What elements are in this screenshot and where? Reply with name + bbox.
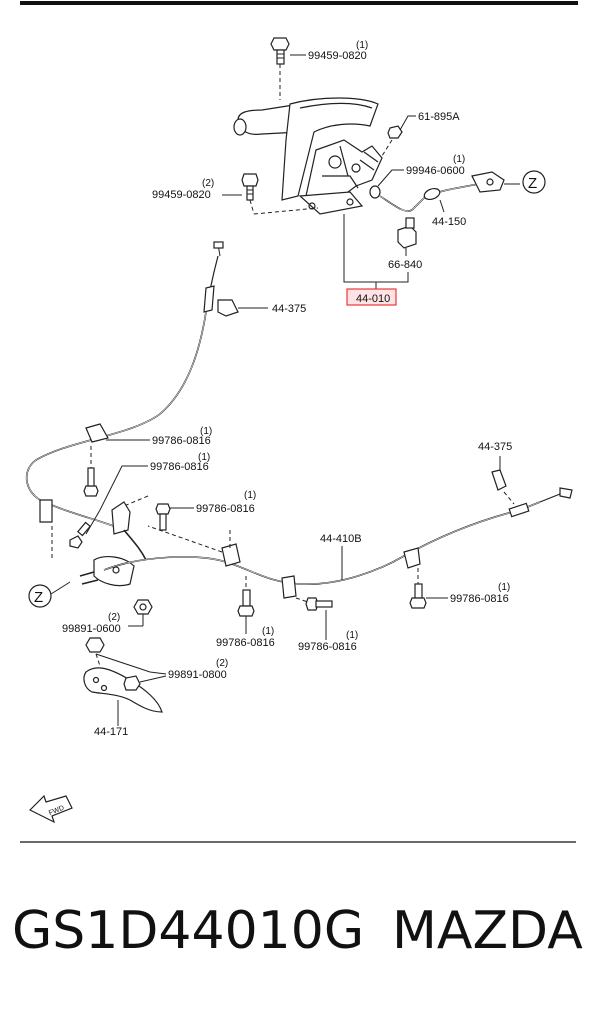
clip-left	[217, 299, 268, 317]
label-cable-front: 44-150	[432, 216, 466, 228]
label-bolt-b-qty: (1)	[198, 452, 210, 463]
lever-highlight-box	[346, 288, 397, 306]
label-bolt-d-qty: (1)	[262, 626, 274, 637]
bolt-f	[409, 568, 448, 609]
bracket-171	[83, 637, 167, 726]
label-nut-bottom: 99891-0800	[168, 669, 227, 681]
nut-top	[381, 115, 416, 157]
switch	[397, 217, 417, 256]
label-clip-right: 44-375	[478, 441, 512, 453]
label-bolt-f: 99786-0816	[450, 593, 509, 605]
bolt-c	[123, 495, 194, 531]
label-pin: 99946-0600	[406, 165, 465, 177]
label-bolt-c-qty: (1)	[244, 490, 256, 501]
bolt-e	[305, 597, 333, 640]
label-bolt-a-qty: (1)	[200, 426, 212, 437]
hanger-mid	[147, 525, 421, 605]
label-bolt-f-qty: (1)	[498, 582, 510, 593]
cable-left-main	[25, 241, 224, 531]
bolt-top	[270, 37, 306, 100]
brand-name: MAZDA	[392, 901, 583, 961]
label-cable-rear: 44-410B	[320, 533, 362, 545]
cable-rear	[103, 487, 573, 585]
z-marker-top: Z	[522, 170, 546, 194]
equalizer	[79, 501, 147, 587]
fwd-arrow-icon: FWD	[28, 794, 73, 824]
cable-front	[379, 171, 520, 213]
z-marker-top-label: Z	[528, 175, 537, 192]
part-caption: GS1D44010G MAZDA	[0, 895, 600, 975]
label-bolt-e: 99786-0816	[298, 641, 357, 653]
label-bolt-a: 99786-0816	[152, 435, 211, 447]
hanger-left	[39, 499, 53, 560]
bolt-b	[69, 465, 148, 549]
label-nut-mid-qty: (2)	[108, 612, 120, 623]
pin	[369, 169, 404, 199]
label-switch: 66-840	[388, 259, 422, 271]
label-bolt-b: 99786-0816	[150, 461, 209, 473]
label-bolt-top-qty: (1)	[356, 40, 368, 51]
label-nut-mid: 99891-0600	[62, 623, 121, 635]
bolt-d	[237, 576, 255, 634]
parking-brake-lever	[233, 97, 383, 215]
z-marker-left-label: Z	[34, 589, 43, 606]
label-pin-qty: (1)	[453, 154, 465, 165]
label-bolt-d: 99786-0816	[216, 637, 275, 649]
label-bolt-left: 99459-0820	[152, 189, 211, 201]
lever-callout	[343, 214, 409, 306]
label-nut-bottom-qty: (2)	[216, 658, 228, 669]
bracket-a	[83, 423, 150, 497]
bolt-left	[222, 173, 259, 215]
parking-brake-diagram: (1) 99459-0820 61-895A (1) 99946-0600	[20, 1, 578, 843]
label-bolt-top: 99459-0820	[308, 50, 367, 62]
label-bolt-left-qty: (2)	[202, 178, 214, 189]
label-lever: 44-010	[356, 293, 390, 305]
nut-mid	[128, 599, 153, 627]
label-bolt-c: 99786-0816	[196, 503, 255, 515]
label-bolt-e-qty: (1)	[346, 630, 358, 641]
label-clip-left: 44-375	[272, 303, 306, 315]
z-marker-left: Z	[28, 581, 71, 608]
label-nut-top: 61-895A	[418, 111, 460, 123]
part-number: GS1D44010G	[12, 901, 365, 961]
clip-right	[491, 456, 515, 505]
label-bracket: 44-171	[94, 726, 128, 738]
